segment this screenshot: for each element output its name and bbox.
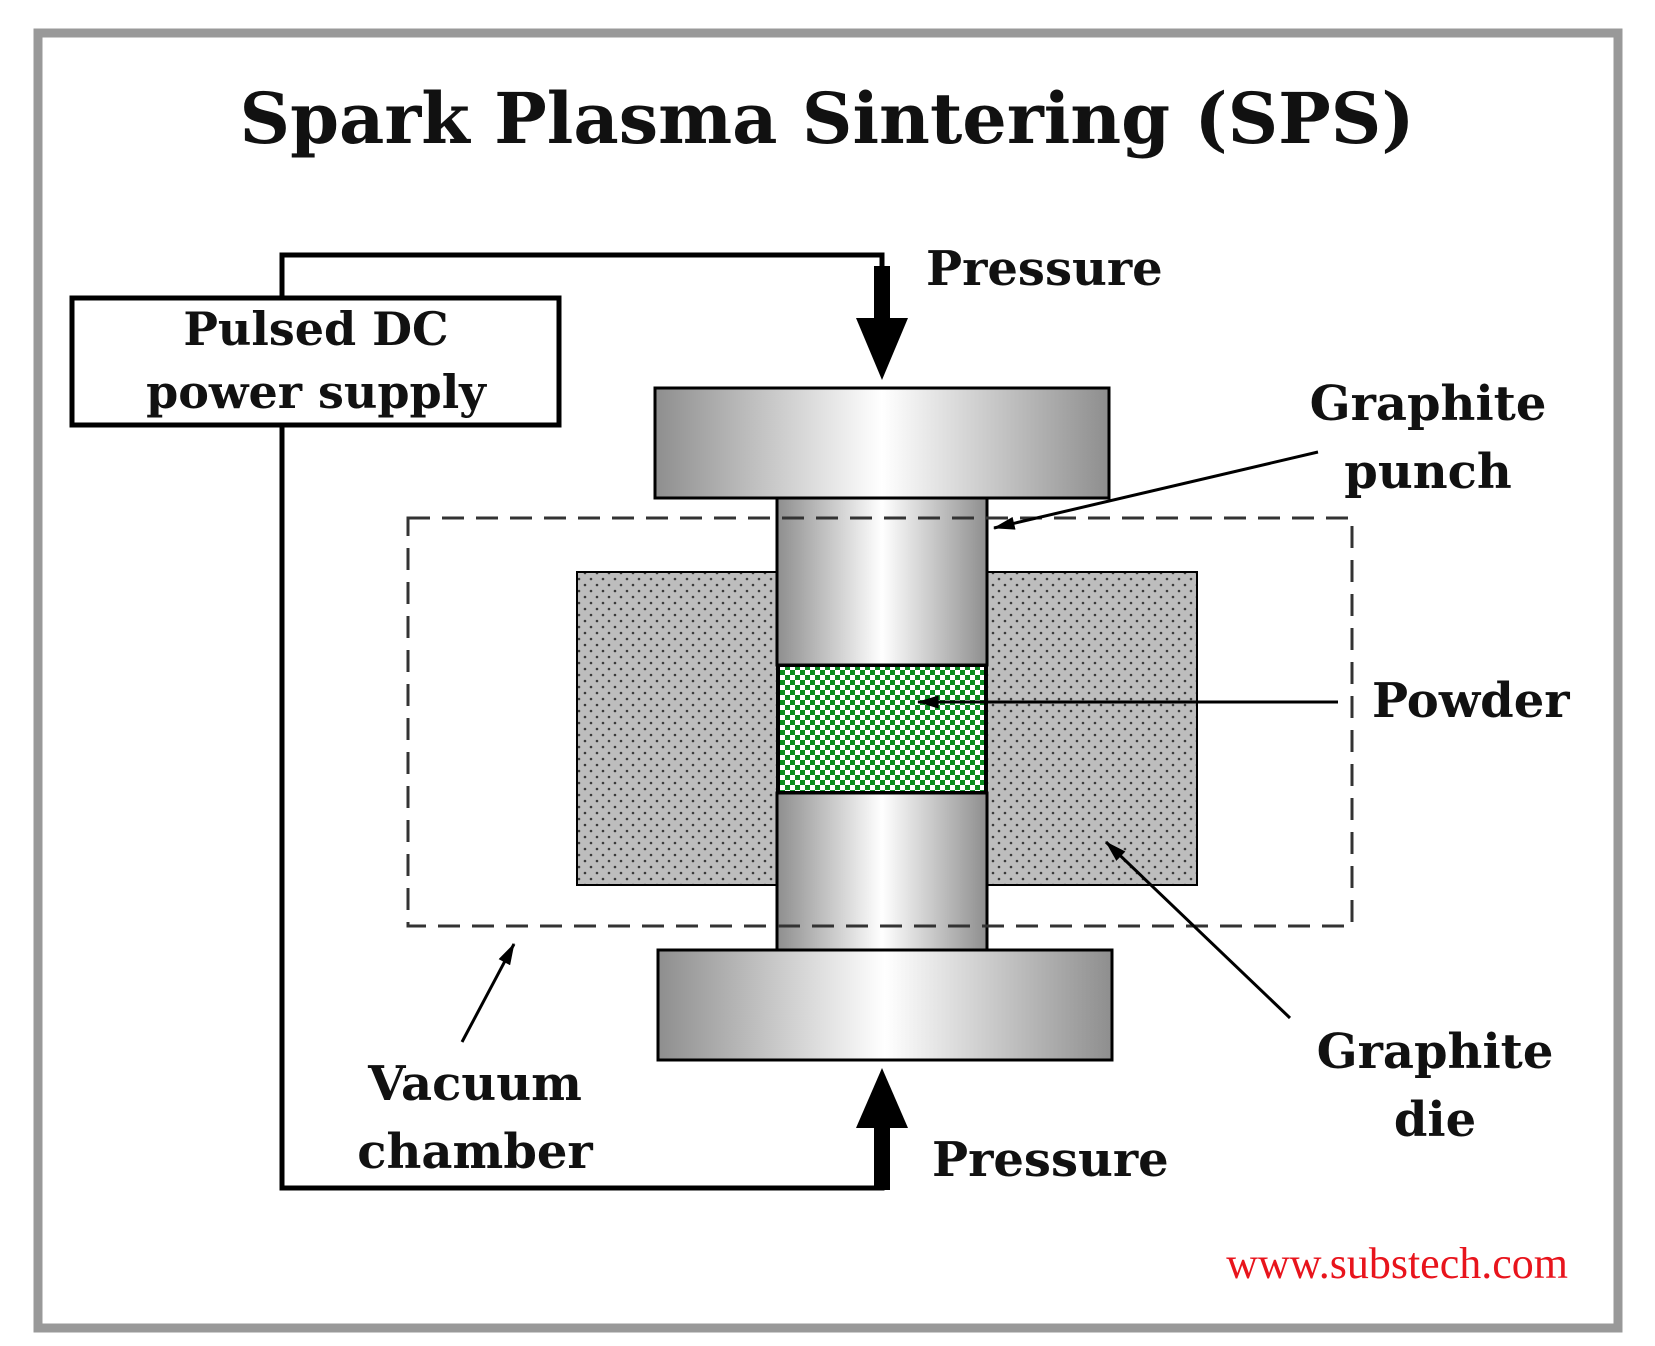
upper-graphite-punch (775, 496, 989, 667)
graphite-punch-label-line1: Graphite (1310, 376, 1547, 432)
graphite-die-label-line1: Graphite (1317, 1024, 1554, 1080)
vacuum-chamber-boundary (406, 516, 1354, 928)
top-platen (653, 386, 1111, 500)
graphite-die-right (986, 571, 1198, 886)
wire-top (279, 252, 885, 298)
pressure-arrow-top (856, 266, 908, 380)
lower-graphite-punch (775, 791, 989, 952)
power-supply-label-line2: power supply (146, 365, 487, 419)
graphite-die-pointer (1104, 840, 1292, 1020)
vacuum-chamber-pointer (460, 943, 516, 1043)
source-url[interactable]: www.substech.com (1226, 1239, 1568, 1288)
graphite-punch-label-line2: punch (1344, 444, 1511, 500)
pressure-arrow-bottom (856, 1068, 908, 1190)
pressure-label-top: Pressure (926, 241, 1163, 297)
powder-sample (778, 665, 986, 793)
graphite-punch-pointer (992, 450, 1319, 530)
bottom-platen (656, 948, 1114, 1062)
power-supply-label-line1: Pulsed DC (183, 302, 448, 356)
powder-label: Powder (1372, 673, 1570, 729)
graphite-die-left (576, 571, 778, 886)
graphite-die-label-line2: die (1394, 1092, 1476, 1148)
vacuum-chamber-label-line1: Vacuum (367, 1056, 582, 1112)
vacuum-chamber-label-line2: chamber (357, 1124, 593, 1180)
page-title: Spark Plasma Sintering (SPS) (240, 77, 1415, 160)
power-supply-box (69, 295, 562, 428)
pressure-label-bottom: Pressure (932, 1132, 1169, 1188)
